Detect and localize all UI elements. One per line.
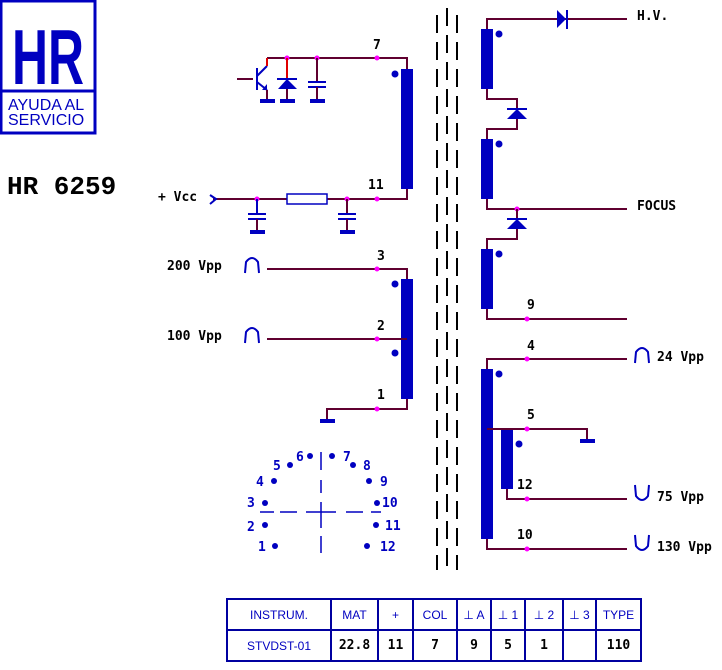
- pin-1-label: 1: [377, 388, 385, 403]
- table-cell: 22.8: [330, 629, 379, 662]
- pulse-icon: [244, 327, 260, 344]
- pulse-100-label: 100 Vpp: [167, 329, 222, 344]
- table-cell: STVDST-01: [226, 629, 332, 662]
- table-header: ⊥ 2: [524, 598, 564, 631]
- pin-5-label: 5: [527, 408, 535, 423]
- pinout-label: 6: [296, 450, 304, 465]
- pulse-icon: [634, 347, 650, 364]
- pinout-label: 11: [385, 519, 401, 534]
- table-cell: 110: [595, 629, 642, 662]
- secondary-windings: 4 5 12 10 24 Vpp 75 Vpp 130 Vpp: [481, 339, 712, 555]
- table-header: MAT: [330, 598, 379, 631]
- ground-icon: [320, 419, 335, 423]
- table-row: STVDST-01 22.8 11 7 9 5 1 110: [226, 629, 642, 662]
- pin-9-label: 9: [527, 298, 535, 313]
- table-header: ⊥ A: [456, 598, 492, 631]
- pinout-label: 9: [380, 475, 388, 490]
- pulse-200-label: 200 Vpp: [167, 259, 222, 274]
- pin-7-label: 7: [373, 38, 381, 53]
- damper-diode: [277, 58, 297, 103]
- hv-diode: [557, 10, 566, 28]
- logo-line1: AYUDA AL: [8, 97, 84, 114]
- pinout-diagram: 1 2 3 4 5 6 7 8 9 10 11 12: [247, 450, 401, 555]
- logo-hr: HR: [12, 13, 84, 101]
- pulse-icon: [634, 534, 650, 551]
- pin-3-label: 3: [377, 249, 385, 264]
- resistor: [286, 193, 328, 205]
- pinout-label: 1: [258, 540, 266, 555]
- out-130-label: 130 Vpp: [657, 540, 712, 555]
- table-cell: 1: [524, 629, 564, 662]
- pinout-label: 3: [247, 496, 255, 511]
- table-cell: 5: [490, 629, 526, 662]
- pin-12-label: 12: [517, 478, 533, 493]
- table-cell: 7: [412, 629, 458, 662]
- hv-winding-stack: H.V. FOCUS 9: [481, 9, 676, 322]
- out-75-label: 75 Vpp: [657, 490, 704, 505]
- vcc-filter: + Vcc: [158, 190, 356, 234]
- table-cell: 11: [377, 629, 414, 662]
- pinout-label: 7: [343, 450, 351, 465]
- table-header: TYPE: [595, 598, 642, 631]
- transformer-core: [436, 8, 458, 570]
- ground-icon: [580, 439, 595, 443]
- vcc-label: + Vcc: [158, 190, 197, 205]
- out-24-label: 24 Vpp: [657, 350, 704, 365]
- table-header: INSTRUM.: [226, 598, 332, 631]
- pinout-label: 12: [380, 540, 396, 555]
- hr-logo: HR AYUDA AL SERVICIO: [0, 0, 97, 135]
- pin-4-label: 4: [527, 339, 535, 354]
- pin-11-label: 11: [368, 178, 384, 193]
- pin-10-label: 10: [517, 528, 533, 543]
- model-title: HR 6259: [7, 172, 116, 202]
- pin-2-label: 2: [377, 319, 385, 334]
- table-header: ⊥ 1: [490, 598, 526, 631]
- table-header: ⊥ 3: [562, 598, 597, 631]
- spec-table: INSTRUM. MAT + COL ⊥ A ⊥ 1 ⊥ 2 ⊥ 3 TYPE …: [226, 598, 642, 662]
- pinout-label: 4: [256, 475, 264, 490]
- pinout-label: 2: [247, 520, 255, 535]
- table-header: +: [377, 598, 414, 631]
- focus-label: FOCUS: [637, 199, 676, 214]
- winding-3-2-1: 3 2 1 200 Vpp 100 Vpp: [167, 249, 413, 423]
- table-cell: 9: [456, 629, 492, 662]
- pinout-label: 5: [273, 459, 281, 474]
- winding-7-11: 7 11: [213, 38, 413, 202]
- pinout-label: 10: [382, 496, 398, 511]
- capacitor-retrace: [308, 58, 326, 103]
- table-cell: [562, 629, 597, 662]
- transistor-symbol: [237, 58, 275, 103]
- pinout-label: 8: [363, 459, 371, 474]
- table-header-row: INSTRUM. MAT + COL ⊥ A ⊥ 1 ⊥ 2 ⊥ 3 TYPE: [226, 598, 642, 631]
- pulse-icon: [634, 484, 650, 501]
- pulse-icon: [244, 257, 260, 274]
- table-header: COL: [412, 598, 458, 631]
- hv-label: H.V.: [637, 9, 668, 24]
- logo-line2: SERVICIO: [8, 112, 84, 129]
